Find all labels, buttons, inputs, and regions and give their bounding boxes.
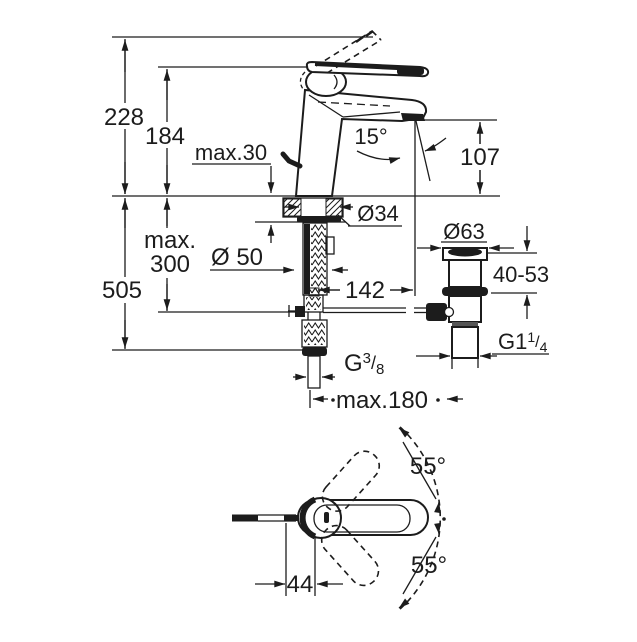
dim-waste-flange-diameter: Ø63 <box>443 219 485 244</box>
popup-rod-drain-knob <box>426 303 447 321</box>
dim-supply-thread: G3/8 <box>344 350 384 378</box>
swivel-chord-lower <box>402 536 437 595</box>
supply-hose <box>301 312 328 389</box>
dim-spout-angle: 15° <box>354 124 387 149</box>
dim-swivel-lower: 55° <box>411 552 447 579</box>
stream-angle-line <box>415 120 431 182</box>
dim-overall-height: 228 <box>104 104 144 131</box>
dim-base-diameter: Ø 50 <box>211 244 263 271</box>
dim-body-height: 184 <box>145 123 185 150</box>
dim-below-total: 505 <box>102 277 142 304</box>
aerator <box>401 113 425 121</box>
side-view: 228 184 max.30 505 max. 300 <box>99 29 550 414</box>
popup-rod-assembly <box>288 294 427 317</box>
supply-thread-sub: 8 <box>376 361 384 378</box>
threaded-shank <box>302 222 335 297</box>
dim-below-max-line2: 300 <box>150 251 190 278</box>
handle-lever-raised <box>315 29 382 74</box>
body-hidden-contour <box>299 71 306 90</box>
pivot-detail-arc <box>333 74 338 90</box>
dim-hose-offset-max: max.180 <box>336 387 428 414</box>
dim-deck-max: max.30 <box>195 140 267 165</box>
mounting-washer <box>282 197 344 223</box>
waste-thread-sup: 1 <box>527 329 535 345</box>
faucet-body <box>294 88 428 197</box>
handle-lever-tip <box>397 67 424 75</box>
topview-lever-inner <box>313 504 411 533</box>
dim-waste-thread: G11/4 <box>498 329 548 355</box>
supply-thread-base: G <box>344 350 363 377</box>
top-view: 55° 55° 44 <box>232 426 447 610</box>
spout-inner-underside <box>342 111 401 118</box>
dim-spout-height: 107 <box>460 144 500 171</box>
spout-inner-edge <box>308 94 344 118</box>
dim-deck-thickness-range: 40-53 <box>493 262 549 287</box>
supply-thread-sup: 3 <box>363 350 371 367</box>
supply-thread-slash: / <box>371 353 376 373</box>
waste-thread-slash: / <box>535 334 540 351</box>
dim-spout-reach: 142 <box>345 277 385 304</box>
topview-dome-heavy-arc <box>299 496 317 540</box>
waste-drain-assembly <box>426 247 488 359</box>
dim-below-max-line1: max. <box>144 227 196 254</box>
popup-rod-knob <box>280 151 303 169</box>
dim-swivel-upper: 55° <box>410 453 446 480</box>
dimensions-side: 228 184 max.30 505 max. 300 <box>99 39 550 414</box>
topview-lever-mark <box>324 512 329 523</box>
waste-thread-base: G1 <box>498 329 527 354</box>
dim-shank-diameter: Ø34 <box>357 201 399 226</box>
topview-lever-rotated-down <box>320 524 380 587</box>
swivel-chord-upper <box>402 441 437 500</box>
dim-handle-width: 44 <box>287 571 314 598</box>
waste-thread-sub: 4 <box>540 339 548 355</box>
